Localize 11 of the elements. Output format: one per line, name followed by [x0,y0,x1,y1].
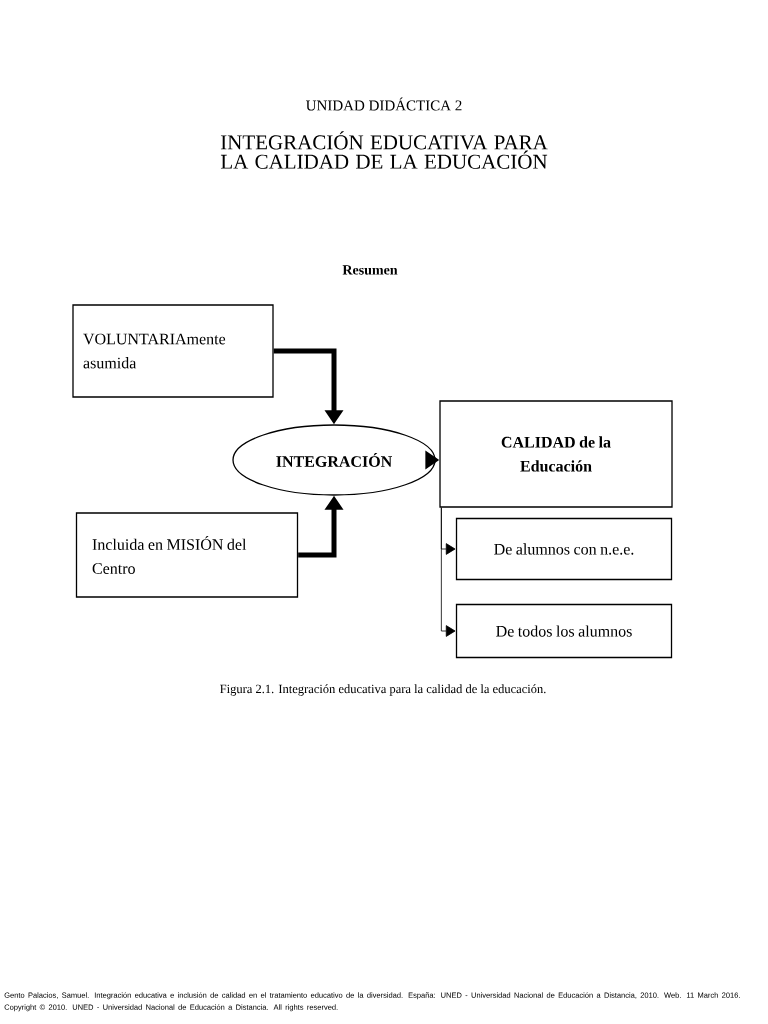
ellipse-node: INTEGRACIÓN [232,424,436,496]
text-box: De todos los alumnos [455,603,673,659]
text-box: CALIDAD de la Educación [439,400,673,508]
text-box: Incluida en MISIÓN del Centro [75,512,299,598]
text-box: De alumnos con n.e.e. [455,517,673,581]
text-box: VOLUNTARIAmente asumida [72,304,274,398]
heading: Resumen [342,265,398,275]
heading: UNIDAD DIDÁCTICA 2 [306,97,462,111]
arrow [440,507,456,637]
title: INTEGRACIÓN EDUCATIVA PARA LA CALIDAD DE LA EDUCACIÓN [220,131,548,169]
caption: Figura 2.1. Integración educativa para la calidad de la educación. [220,684,546,696]
